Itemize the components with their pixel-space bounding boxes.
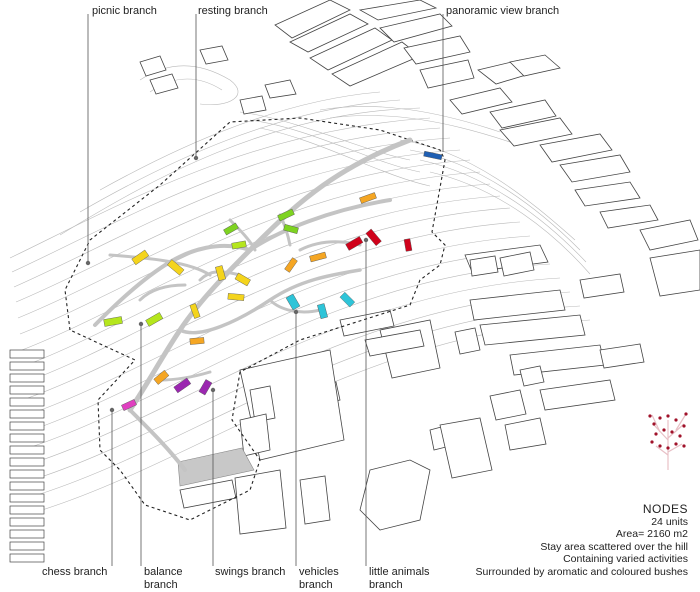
label-animals-line2: branch <box>369 579 403 591</box>
node <box>309 251 327 263</box>
node <box>173 377 192 394</box>
node <box>189 337 205 345</box>
label-balance-branch: balance branch <box>144 566 183 592</box>
parking-area <box>177 447 255 487</box>
node <box>234 272 251 287</box>
park-boundary <box>64 117 446 521</box>
legend-title: NODES <box>642 502 688 516</box>
label-little-animals-branch: little animals branch <box>369 566 430 592</box>
node <box>283 224 299 234</box>
node <box>231 240 247 250</box>
label-resting-branch: resting branch <box>198 5 268 17</box>
label-balance-line2: branch <box>144 579 178 591</box>
node <box>223 222 239 236</box>
legend-line: Area= 2160 m2 <box>615 528 688 540</box>
node <box>131 249 150 266</box>
node <box>403 238 413 252</box>
node <box>145 312 164 327</box>
leader-dots <box>85 155 369 413</box>
legend-line: Surrounded by aromatic and coloured bush… <box>475 565 688 578</box>
node <box>215 265 226 282</box>
label-vehicles-line2: branch <box>299 579 333 591</box>
node <box>227 293 245 301</box>
label-animals-line1: little animals <box>369 566 430 578</box>
label-swings-branch: swings branch <box>215 566 286 578</box>
node <box>339 291 356 308</box>
node <box>167 259 185 276</box>
label-picnic-branch: picnic branch <box>92 5 157 17</box>
legend-line: Containing varied activities <box>563 553 688 565</box>
nodes-legend: NODES 24 units Area= 2160 m2 Stay area s… <box>476 503 688 578</box>
label-panoramic-view-branch: panoramic view branch <box>446 5 560 17</box>
legend-line: Stay area scattered over the hill <box>540 540 688 553</box>
node <box>277 208 295 222</box>
buildings-south <box>179 244 645 535</box>
node <box>359 192 377 204</box>
leader-lines <box>87 14 444 566</box>
node-panoramic <box>423 150 443 161</box>
node <box>365 228 382 246</box>
node <box>121 399 137 411</box>
tree-icon <box>648 412 688 470</box>
node <box>103 316 123 327</box>
nodes <box>103 150 443 411</box>
node <box>153 369 170 385</box>
buildings-west <box>9 349 45 563</box>
label-chess-branch: chess branch <box>42 566 108 578</box>
node <box>284 257 298 273</box>
node <box>189 303 201 319</box>
node <box>345 236 364 251</box>
node <box>285 293 301 311</box>
node <box>317 303 328 320</box>
node <box>198 379 213 396</box>
label-vehicles-branch: vehicles branch <box>299 566 339 592</box>
label-balance-line1: balance <box>144 566 183 578</box>
legend-line: 24 units <box>651 515 688 528</box>
buildings-north <box>139 0 700 297</box>
label-vehicles-line1: vehicles <box>299 566 339 578</box>
